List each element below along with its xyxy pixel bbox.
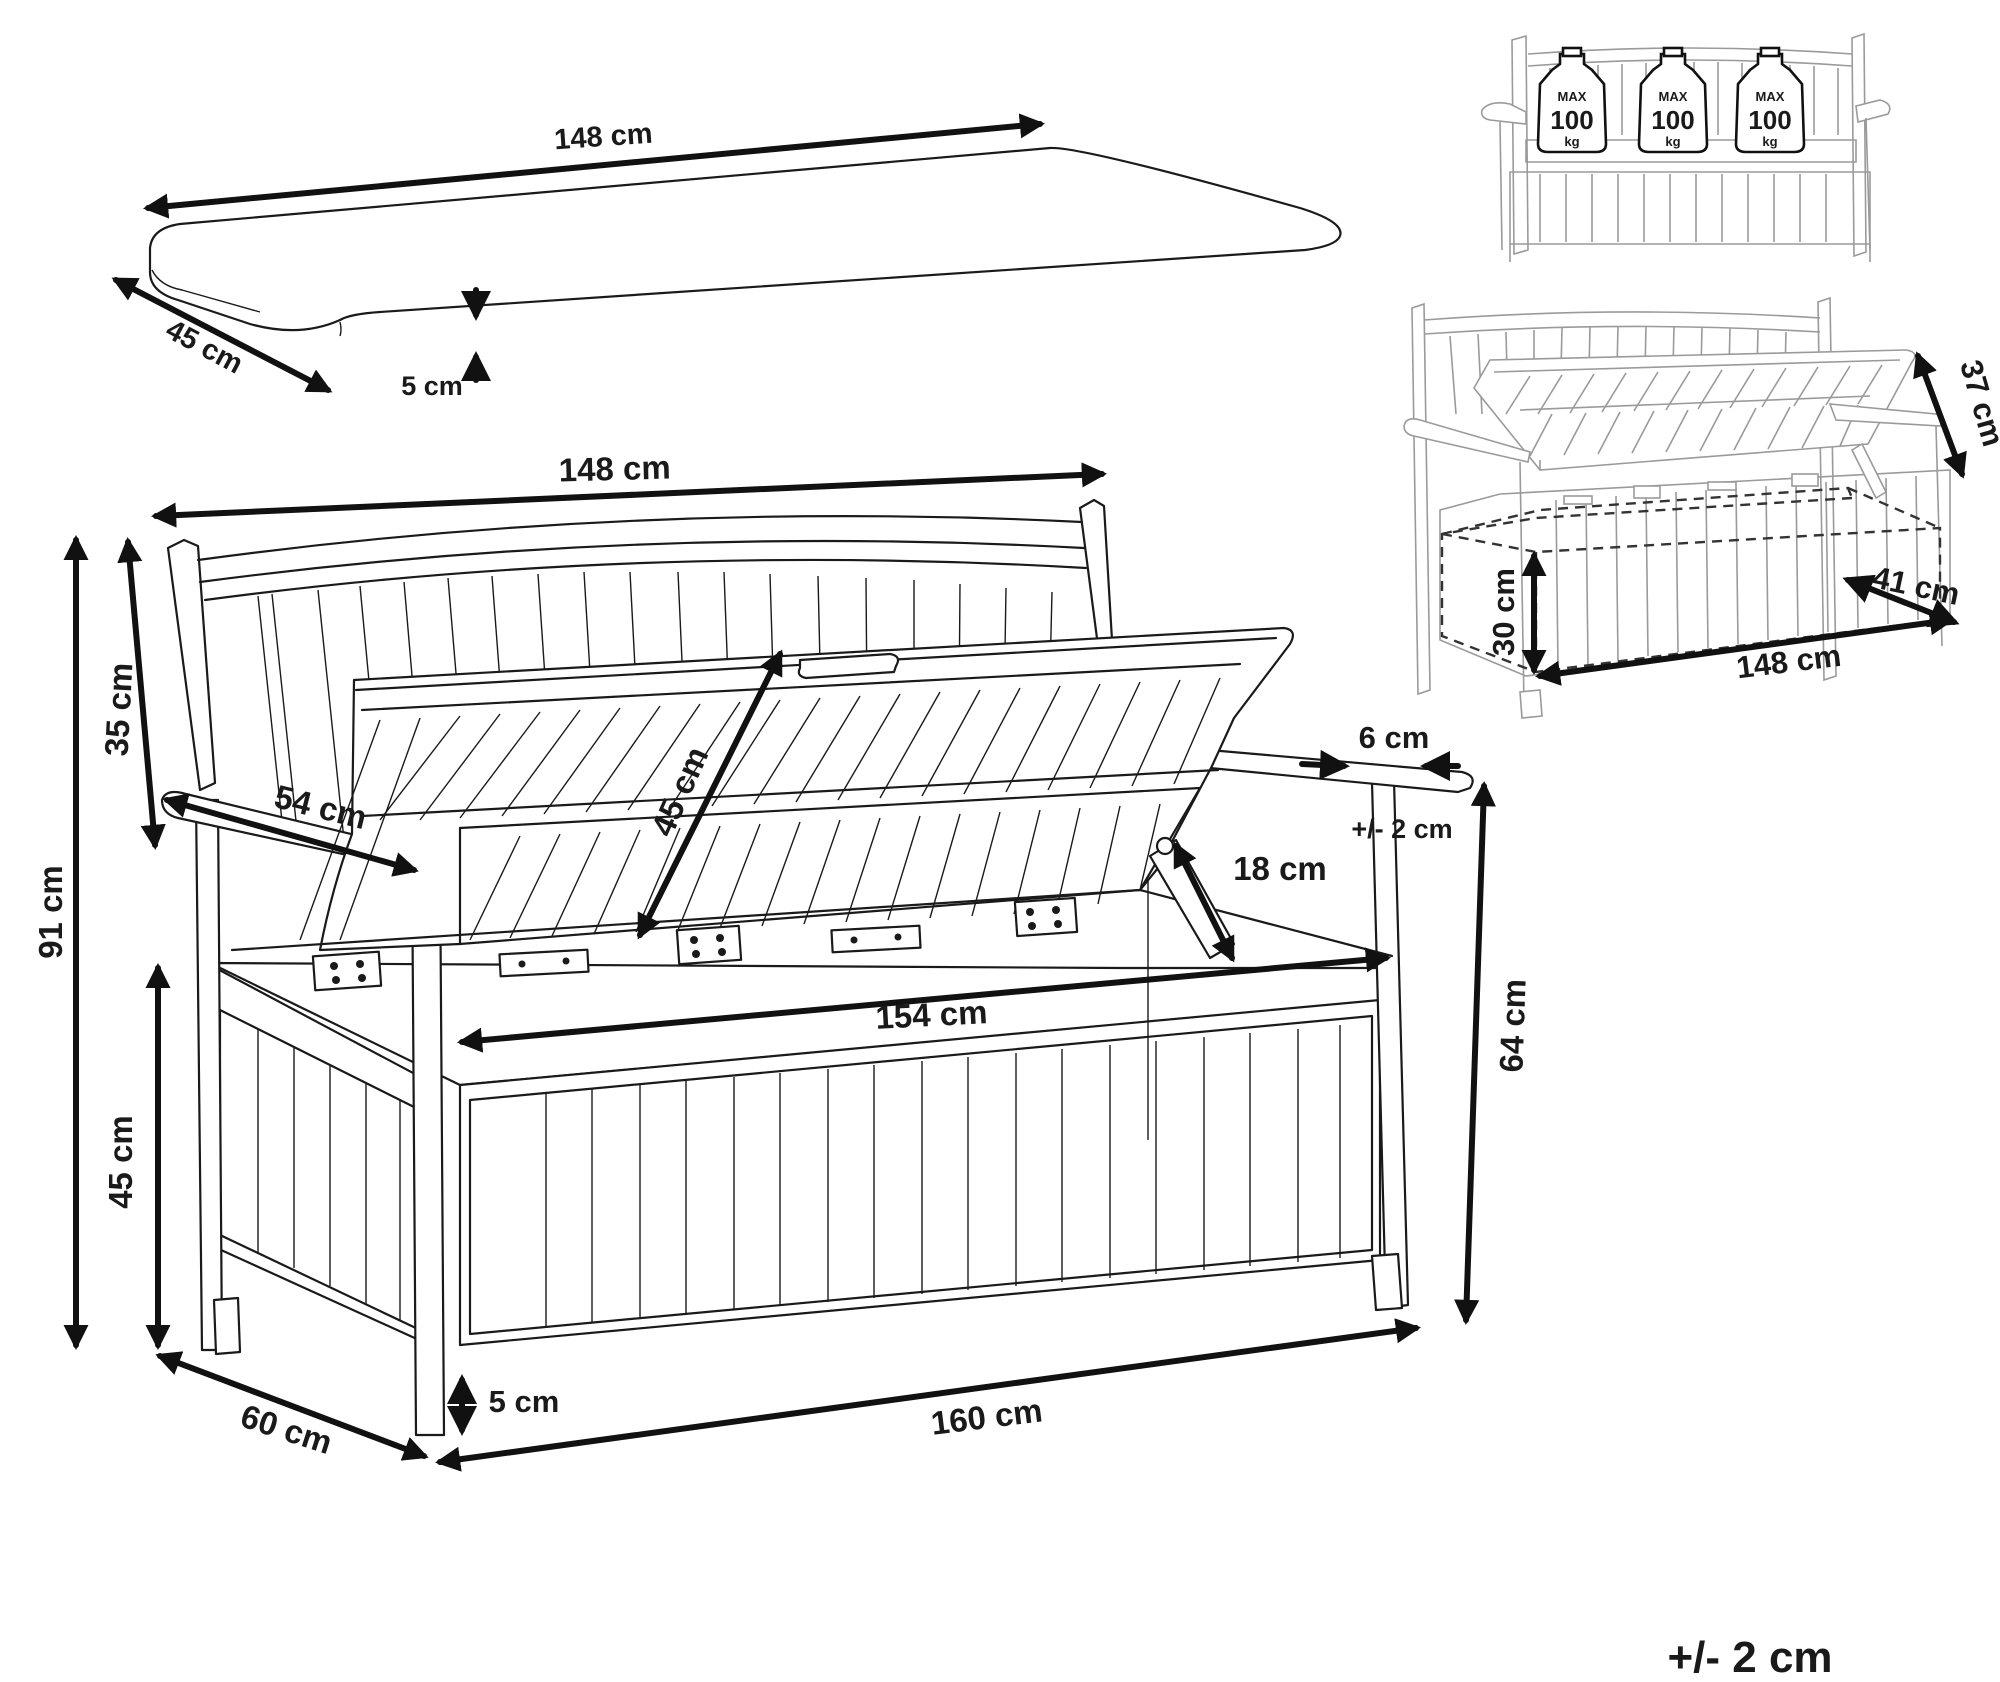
badge-unit-label: kg <box>1564 134 1579 149</box>
cushion-thickness-label: 5 cm <box>401 371 463 401</box>
cushion-dimensions <box>111 113 1046 393</box>
badge-value-label: 100 <box>1651 105 1694 135</box>
backrest-height-label: 35 cm <box>98 662 140 757</box>
cushion-length-label: 148 cm <box>553 118 653 157</box>
lid-opening-label: 37 cm <box>1953 356 2000 450</box>
weight-icon <box>1734 46 1806 154</box>
storage-drawing <box>1403 296 1951 719</box>
weight-icon <box>1637 46 1709 154</box>
bench-dimensions <box>63 462 1496 1472</box>
armrest-width-label: 6 cm <box>1359 720 1430 755</box>
badge-max-label: MAX <box>1756 89 1785 104</box>
badge-value-label: 100 <box>1550 105 1593 135</box>
tolerance-note: +/- 2 cm <box>1667 1633 1832 1682</box>
inner-width-label: 154 cm <box>875 993 989 1036</box>
badge-unit-label: kg <box>1762 134 1777 149</box>
badge-max-label: MAX <box>1558 89 1587 104</box>
load-badges: MAX 100 kg MAX 100 kg MAX 100 kg <box>1550 89 1791 149</box>
total-width-label: 160 cm <box>929 1391 1045 1441</box>
badge-value-label: 100 <box>1748 105 1791 135</box>
cushion-drawing <box>148 146 1342 337</box>
weight-icon <box>1536 46 1608 154</box>
storage-height-label: 30 cm <box>1486 568 1521 656</box>
armrest-height-label: 64 cm <box>1492 978 1532 1073</box>
leg-clearance-label: 5 cm <box>489 1384 560 1419</box>
badge-unit-label: kg <box>1665 134 1680 149</box>
gas-strut-label: 18 cm <box>1233 850 1327 887</box>
load-capacity-drawing <box>1480 32 1891 262</box>
armrest-tolerance-label: +/- 2 cm <box>1351 814 1452 844</box>
storage-dimensions <box>1521 351 1967 686</box>
total-height-label: 91 cm <box>32 865 69 959</box>
seat-height-label: 45 cm <box>102 1115 139 1209</box>
badge-max-label: MAX <box>1659 89 1688 104</box>
backrest-width-label: 148 cm <box>558 449 671 489</box>
